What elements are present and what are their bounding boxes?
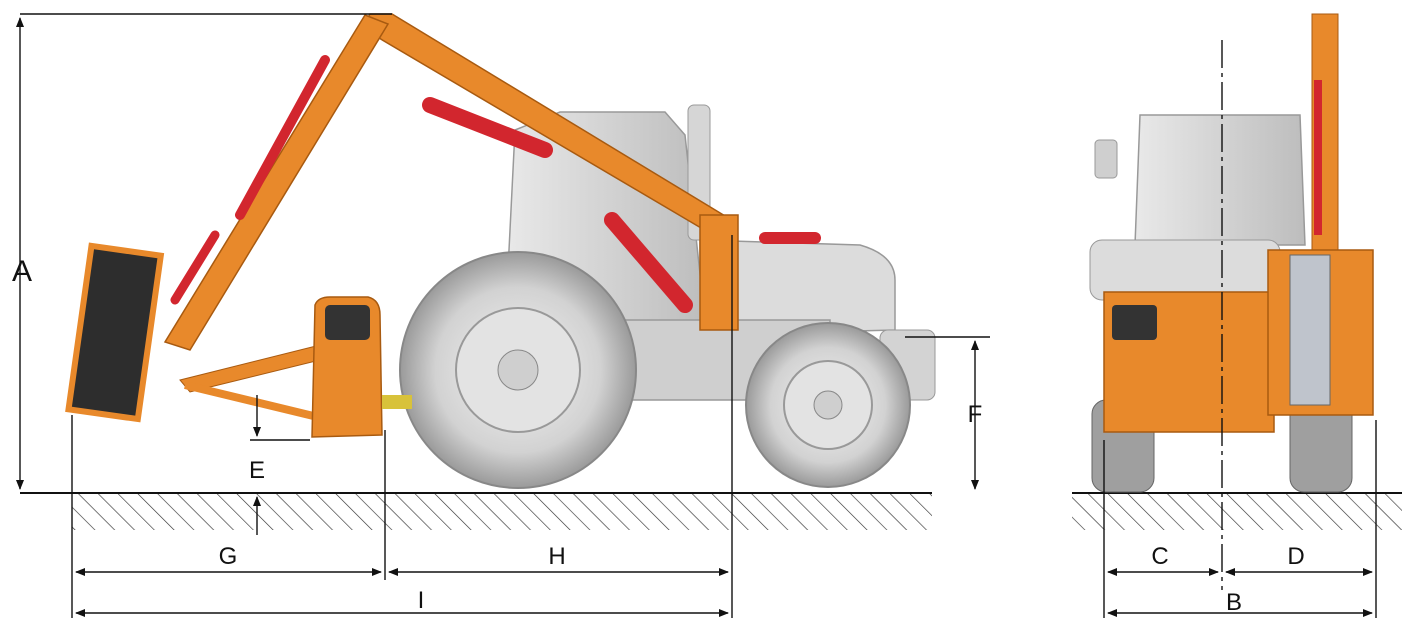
boom-cylinder-2 xyxy=(604,212,693,313)
second-boom xyxy=(163,14,390,351)
boom-cylinder-4 xyxy=(235,55,330,220)
boom-arm-side xyxy=(65,13,821,438)
rear-cab xyxy=(1134,114,1306,246)
label-B: B xyxy=(1226,589,1242,616)
label-D: D xyxy=(1287,543,1304,570)
boom-cylinder-5 xyxy=(170,230,220,305)
label-I: I xyxy=(418,587,425,614)
dimension-lines-side xyxy=(16,13,990,618)
label-E: E xyxy=(249,457,265,484)
tank-window xyxy=(325,305,370,340)
ground-hatch-side xyxy=(72,494,932,530)
rear-frame-window xyxy=(1112,305,1157,340)
label-G: G xyxy=(219,543,238,570)
label-C: C xyxy=(1151,543,1168,570)
rear-view xyxy=(1072,13,1402,618)
label-H: H xyxy=(548,543,565,570)
tractor-hood xyxy=(699,239,896,336)
rear-mirror xyxy=(1094,139,1118,179)
rear-fender xyxy=(1089,239,1281,301)
cutting-head xyxy=(65,242,165,423)
pto-shaft xyxy=(382,395,412,409)
dimension-lines-rear xyxy=(1103,40,1377,618)
front-hub xyxy=(813,390,843,420)
side-view xyxy=(16,13,990,618)
label-F: F xyxy=(968,401,983,428)
ground-hatch-rear xyxy=(1072,494,1402,530)
rear-cutter-rotor xyxy=(1289,254,1331,406)
label-A: A xyxy=(12,255,32,288)
rear-hub xyxy=(497,349,539,391)
boom-cylinder-1 xyxy=(422,97,553,158)
